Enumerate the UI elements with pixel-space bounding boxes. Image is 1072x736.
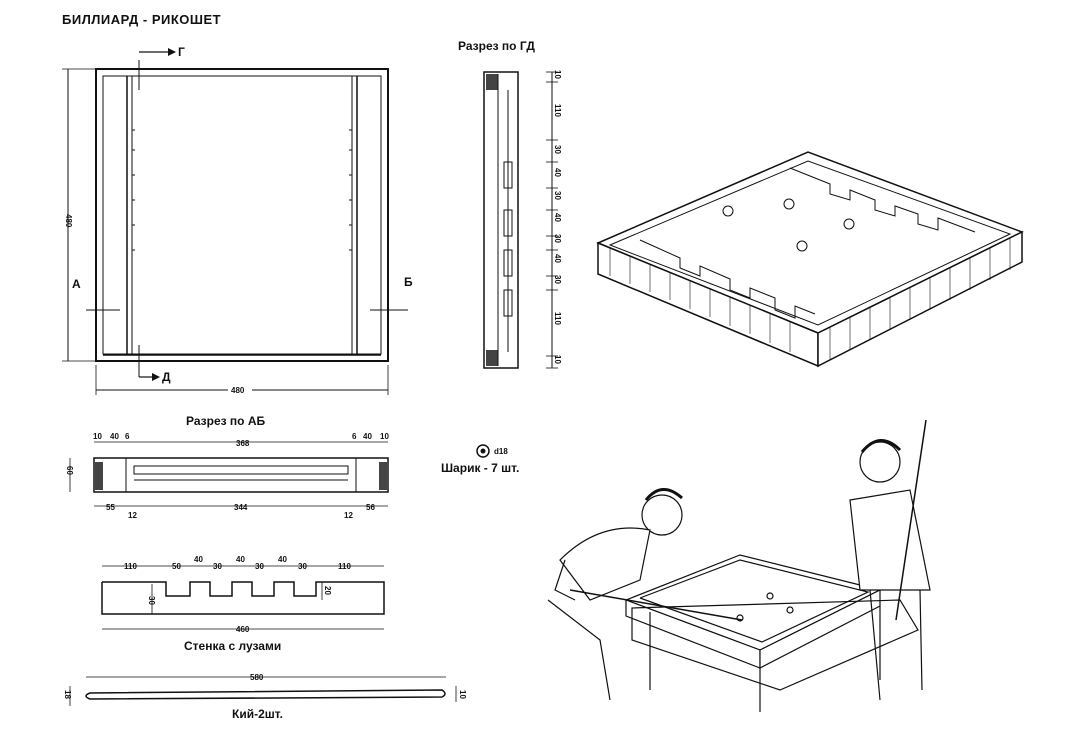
gd-dim-2: 30	[553, 145, 562, 154]
ab-top-3: 368	[236, 439, 250, 448]
ab-bottom-1: 12	[128, 511, 137, 520]
ab-bottom-3: 12	[344, 511, 353, 520]
ball-spec: d18 Шарик - 7 шт.	[441, 444, 519, 475]
plan-view: Г Д А Б 480 480	[62, 45, 413, 395]
ab-bottom-4: 56	[366, 503, 375, 512]
marker-d: Д	[162, 370, 171, 384]
gd-dim-8: 30	[553, 275, 562, 284]
wall-caption: Стенка с лузами	[184, 639, 281, 653]
section-gd-caption: Разрез по ГД	[458, 39, 535, 53]
gd-dim-1: 110	[553, 104, 562, 117]
gd-dim-4: 30	[553, 191, 562, 200]
ab-top-6: 10	[380, 432, 389, 441]
marker-g: Г	[178, 45, 185, 59]
page-title: БИЛЛИАРД - РИКОШЕТ	[62, 12, 221, 27]
wall-top-4: 40	[236, 555, 245, 564]
wall-top-8: 110	[338, 562, 351, 571]
gd-dim-3: 40	[553, 168, 562, 177]
gd-dim-10: 10	[553, 355, 562, 364]
section-gd: Разрез по ГД 10 110 30 40 30 40 30 40 30	[458, 39, 562, 369]
wall-top-1: 50	[172, 562, 181, 571]
cue-right-dim: 10	[458, 690, 467, 699]
wall-top-5: 30	[255, 562, 264, 571]
plan-height-dim: 480	[64, 214, 73, 228]
wall-top-2: 40	[194, 555, 203, 564]
gd-dim-5: 40	[553, 213, 562, 222]
cue-length: 580	[250, 673, 264, 682]
cue-caption: Кий-2шт.	[232, 707, 283, 721]
ball-dim: d18	[494, 447, 508, 456]
ab-top-5: 40	[363, 432, 372, 441]
ab-top-1: 40	[110, 432, 119, 441]
gd-dim-0: 10	[553, 70, 562, 79]
wall-top-7: 30	[298, 562, 307, 571]
ab-top-2: 6	[125, 432, 130, 441]
marker-a: А	[72, 277, 81, 291]
gd-dim-7: 40	[553, 254, 562, 263]
ab-top-0: 10	[93, 432, 102, 441]
ab-top-4: 6	[352, 432, 357, 441]
section-ab: Разрез по АБ 10 40 6 368 6 40 10 60 55 1…	[65, 414, 389, 520]
marker-b: Б	[404, 275, 413, 289]
wall-top-3: 30	[213, 562, 222, 571]
wall-side-0: 30	[147, 596, 156, 605]
cue-spec: 580 18 10 Кий-2шт.	[63, 673, 467, 721]
board-perspective	[596, 151, 1024, 368]
ab-bottom-0: 55	[106, 503, 115, 512]
wall-top-0: 110	[124, 562, 137, 571]
wall-top-6: 40	[278, 555, 287, 564]
gd-dim-9: 110	[553, 312, 562, 325]
wall-total: 460	[236, 625, 250, 634]
ball-caption: Шарик - 7 шт.	[441, 461, 519, 475]
ab-bottom-2: 344	[234, 503, 248, 512]
cue-left-dim: 18	[63, 690, 72, 699]
section-ab-caption: Разрез по АБ	[186, 414, 266, 428]
ab-height: 60	[65, 466, 74, 475]
players-illustration	[547, 419, 931, 712]
gd-dim-6: 30	[553, 234, 562, 243]
wall-side-1: 20	[323, 586, 332, 595]
plan-width-dim: 480	[231, 386, 245, 395]
wall-with-pockets: 110 50 40 30 40 30 40 30 110 30 20 460 С…	[101, 555, 385, 653]
